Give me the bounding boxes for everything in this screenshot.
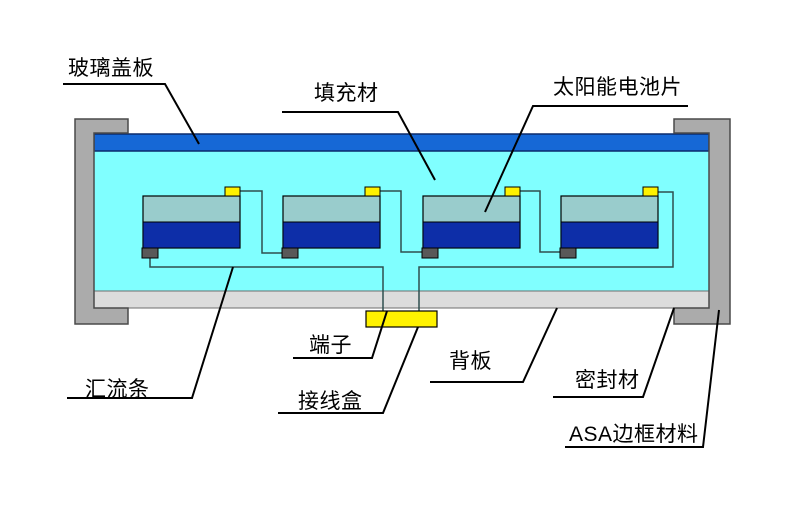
leader-solar-cell — [484, 105, 688, 213]
bus-wire-positive — [418, 191, 674, 313]
cell-rear-layer — [142, 221, 241, 249]
interconnect-wire-2-3 — [380, 190, 426, 253]
cell-electrode-dark — [421, 247, 439, 259]
solar-cell-4 — [559, 186, 659, 259]
cell-electrode-dark — [141, 247, 159, 259]
cell-tab-yellow — [504, 186, 521, 197]
cell-tab-yellow — [642, 186, 659, 197]
cell-rear-layer — [560, 221, 659, 249]
leader-glass-cover — [63, 83, 200, 145]
label-busbar: 汇流条 — [85, 378, 150, 401]
solar-cell-2 — [281, 186, 381, 259]
label-solar-cell: 太阳能电池片 — [553, 76, 682, 99]
left-frame — [74, 118, 129, 325]
label-terminal: 端子 — [309, 334, 352, 357]
label-junction-box: 接线盒 — [298, 390, 363, 413]
leader-asa-frame — [565, 309, 720, 448]
leader-backsheet — [430, 307, 558, 383]
solar-cell-3 — [421, 186, 521, 259]
cell-tab-yellow — [224, 186, 241, 197]
solar-cell-1 — [141, 186, 241, 259]
label-encapsulant: 填充材 — [314, 82, 379, 105]
leader-terminal — [293, 310, 388, 359]
leader-junction-box — [278, 326, 419, 414]
interconnect-wire-3-4 — [520, 190, 565, 253]
label-sealant: 密封材 — [575, 369, 640, 392]
interconnect-wire-1-2 — [240, 190, 286, 254]
cell-electrode-dark — [281, 247, 299, 259]
glass-cover-layer — [93, 133, 710, 152]
leader-encapsulant — [282, 111, 436, 181]
label-glass-cover: 玻璃盖板 — [68, 57, 154, 80]
cell-tab-yellow — [364, 186, 381, 197]
leader-sealant — [553, 307, 675, 398]
backsheet-layer — [93, 290, 710, 309]
leader-busbar — [67, 266, 234, 399]
label-backsheet: 背板 — [449, 350, 492, 373]
cell-electrode-dark — [559, 247, 577, 259]
bus-wire-negative — [149, 256, 384, 313]
cell-rear-layer — [422, 221, 521, 249]
junction-box — [365, 310, 438, 328]
label-asa-frame: ASA边框材料 — [569, 423, 699, 446]
cell-rear-layer — [282, 221, 381, 249]
